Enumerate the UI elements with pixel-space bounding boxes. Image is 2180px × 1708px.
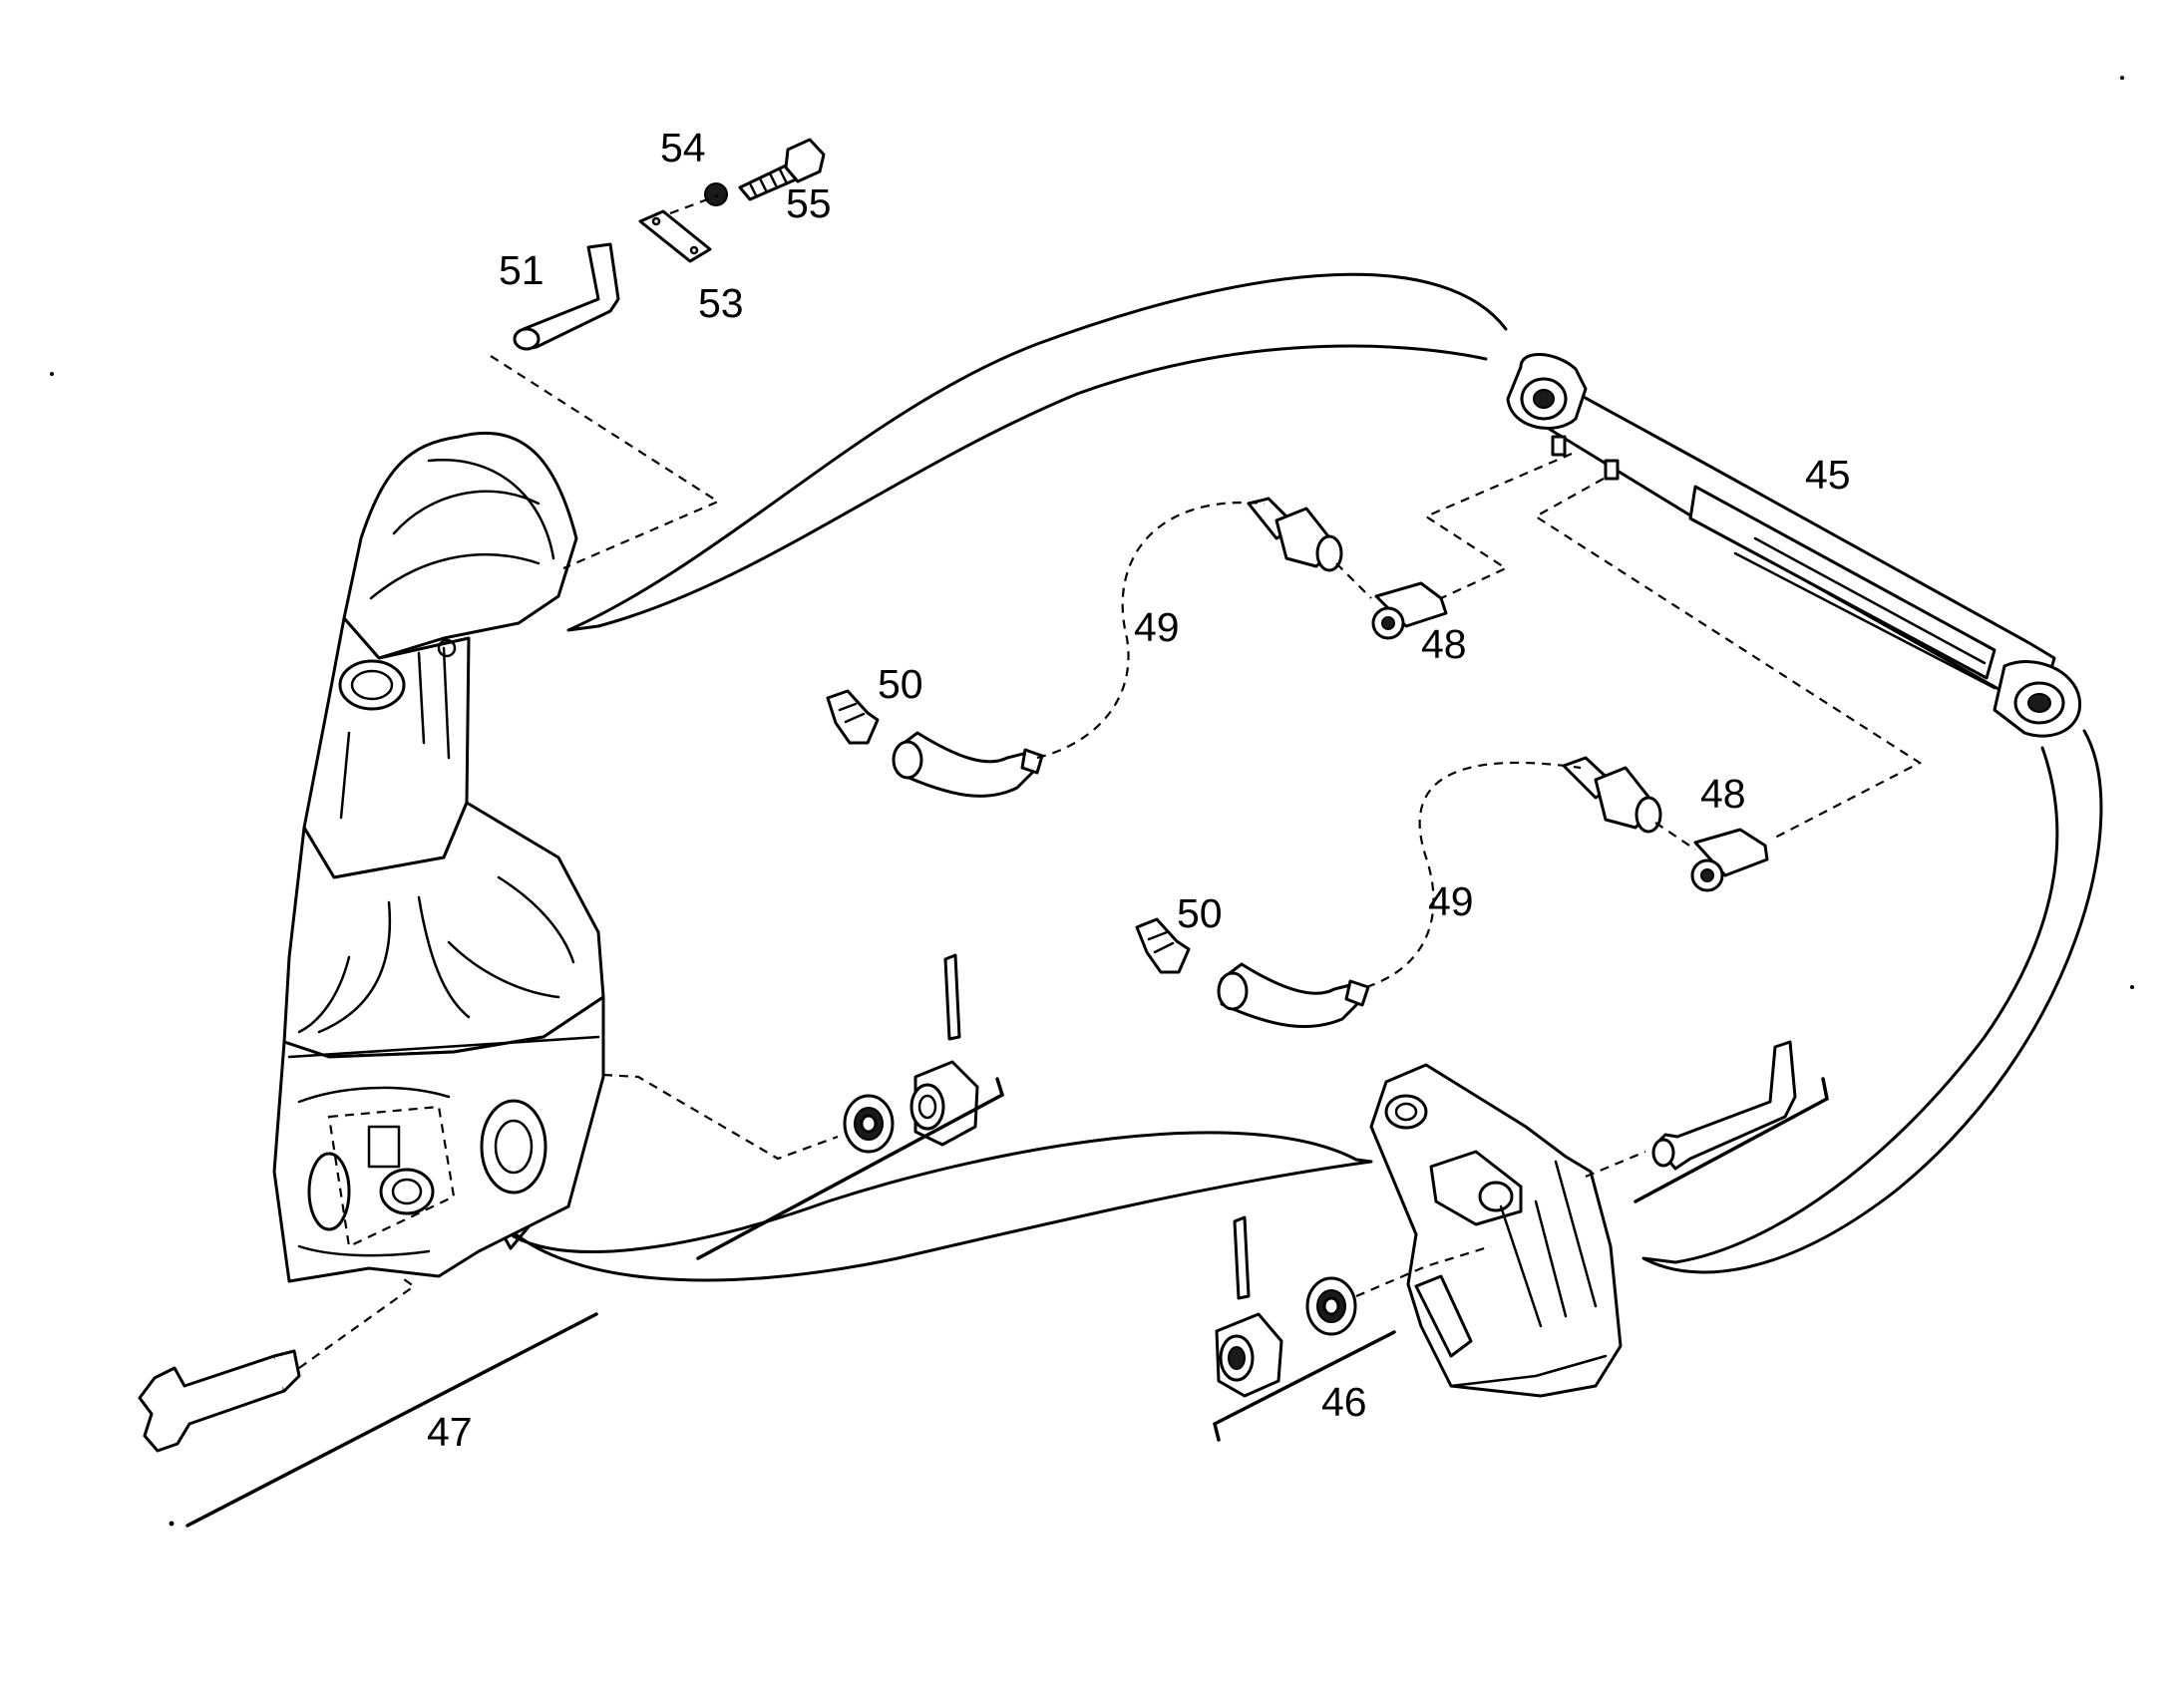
pivot-pin-47 xyxy=(138,1278,416,1453)
leader-nut-upper xyxy=(602,1073,839,1161)
callout-49-lower: 49 xyxy=(1428,878,1474,924)
callout-51: 51 xyxy=(499,247,545,293)
callout-45: 45 xyxy=(1805,452,1851,498)
gearbox-housing xyxy=(272,431,605,1283)
washer-upper xyxy=(843,1094,895,1154)
bolt-55 xyxy=(738,138,826,201)
castle-nut-upper xyxy=(909,1060,979,1147)
leader-48-upper xyxy=(1335,562,1372,599)
callout-50-lower: 50 xyxy=(1177,890,1223,936)
callout-bar-47 xyxy=(185,1312,598,1528)
pin-51 xyxy=(513,242,620,351)
leader-45-a xyxy=(1423,452,1573,599)
leader-53-54 xyxy=(669,193,719,215)
callout-50-upper: 50 xyxy=(878,661,923,707)
hose-fitting-50-lower xyxy=(1135,917,1191,974)
callout-labels: 45 46 47 48 48 49 49 50 50 51 53 54 55 xyxy=(427,125,1851,1455)
callout-49-upper: 49 xyxy=(1134,604,1180,650)
castle-nut-lower xyxy=(1215,1312,1283,1398)
fitting-48-upper xyxy=(1247,497,1448,640)
cotter-pin-upper xyxy=(943,953,961,1041)
flow-arrow-right xyxy=(1641,729,2103,1274)
callout-47: 47 xyxy=(427,1409,473,1455)
callout-53: 53 xyxy=(698,280,744,326)
tilt-bracket xyxy=(1369,1063,1623,1398)
leader-48-lower xyxy=(1654,822,1696,851)
callout-bar-bracket xyxy=(1634,1077,1829,1203)
hose-49-upper xyxy=(1036,501,1266,760)
leader-bracket-pin xyxy=(1585,1150,1646,1179)
hose-fitting-50-upper xyxy=(826,689,880,745)
callout-bar-46 xyxy=(1213,1330,1396,1442)
washer-lower xyxy=(1305,1276,1357,1336)
callout-54: 54 xyxy=(660,125,706,171)
flow-arrow-top xyxy=(566,272,1508,632)
callout-46: 46 xyxy=(1321,1379,1367,1425)
callout-48-upper: 48 xyxy=(1421,621,1467,667)
assembly-flow-arrows xyxy=(489,272,2103,1282)
cotter-pin-lower xyxy=(1233,1215,1251,1300)
callout-48-lower: 48 xyxy=(1700,771,1746,817)
elbow-49-lower xyxy=(1217,962,1370,1028)
leader-45-b xyxy=(1533,478,1923,839)
washer-54 xyxy=(704,182,728,206)
scan-specks xyxy=(50,76,2134,1527)
hydraulic-cylinder-45 xyxy=(1506,353,2081,738)
fitting-48-lower xyxy=(1562,756,1769,892)
pin-bracket xyxy=(1651,1040,1797,1171)
plate-53 xyxy=(638,209,712,263)
callout-55: 55 xyxy=(786,180,832,226)
callout-bar-upper xyxy=(696,1077,1005,1260)
hose-49-lower xyxy=(1365,761,1582,989)
elbow-49-upper xyxy=(892,731,1044,798)
